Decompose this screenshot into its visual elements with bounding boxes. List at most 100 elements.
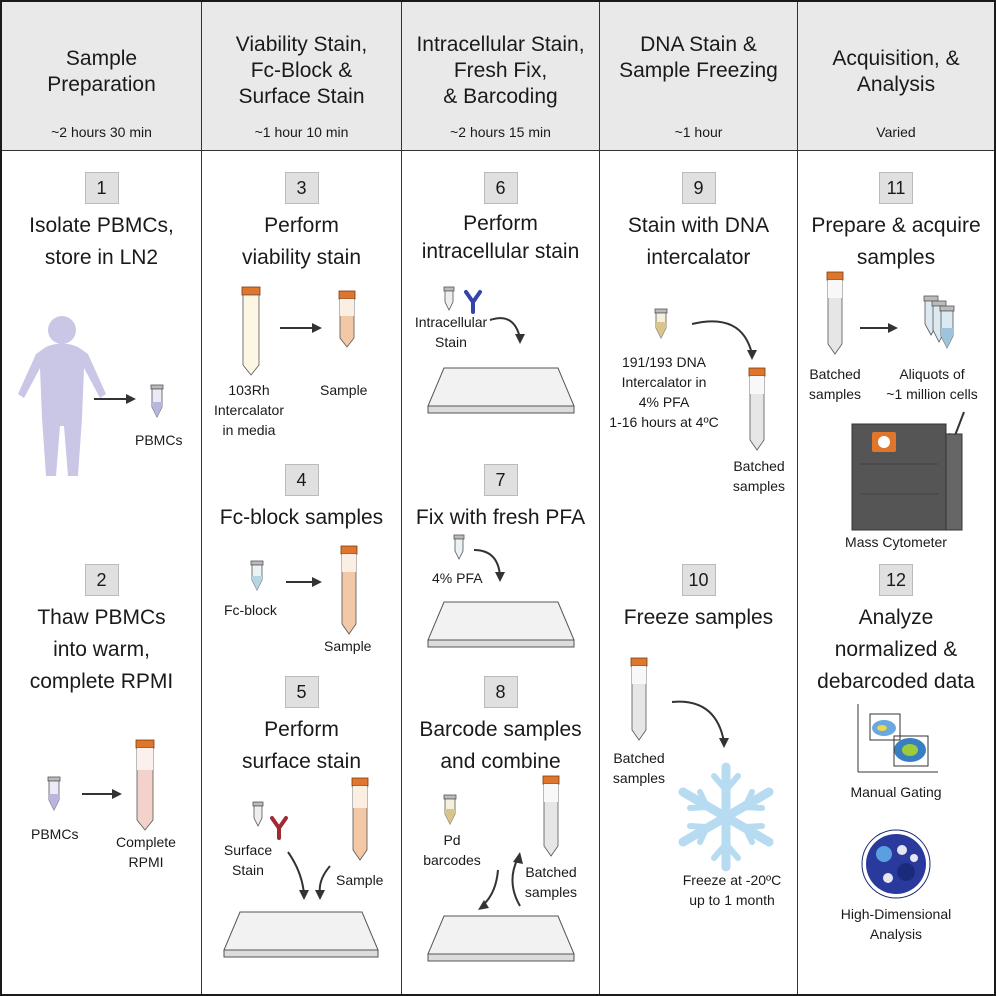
column-duration: ~2 hours 30 min — [51, 124, 152, 140]
column-duration: Varied — [876, 124, 916, 140]
step-10: 10 Freeze samples — [600, 564, 797, 634]
step-title: Analyze normalized & debarcoded data — [817, 606, 975, 693]
complete-rpmi-label: Complete RPMI — [116, 834, 176, 870]
well-plate-icon — [427, 367, 575, 414]
step-title: Barcode samples and combine — [419, 718, 582, 773]
intercalator-label: 103Rh Intercalator in media — [213, 382, 285, 438]
pbmc-tube-icon — [47, 776, 61, 811]
step-title: Isolate PBMCs, store in LN2 — [29, 214, 174, 269]
column-header: Acquisition, & Analysis Varied — [798, 2, 994, 151]
fc-block-label: Fc-block — [224, 602, 277, 618]
snowflake-icon — [678, 762, 774, 872]
step-9: 9 Stain with DNA intercalator — [600, 172, 797, 274]
step-title: Stain with DNA intercalator — [627, 214, 770, 269]
dna-intercalator-tube-icon — [654, 308, 668, 339]
step-number: 1 — [84, 172, 119, 204]
step-number: 6 — [483, 172, 518, 204]
step-8: 8 Barcode samples and combine — [402, 676, 599, 778]
step-3: 3 Perform viability stain — [202, 172, 401, 274]
pfa-tube-icon — [453, 534, 465, 560]
pfa-label: 4% PFA — [432, 570, 483, 586]
step-title: Perform intracellular stain — [421, 212, 580, 263]
rpmi-tube-icon — [135, 739, 155, 831]
step-number: 8 — [483, 676, 518, 708]
sample-label: Sample — [336, 872, 384, 888]
column-header: Sample Preparation ~2 hours 30 min — [2, 2, 201, 151]
pd-barcodes-label: Pd barcodes — [423, 832, 481, 868]
stain-tube-icon — [443, 286, 455, 311]
step-number: 11 — [879, 172, 913, 204]
column-header: Viability Stain, Fc-Block & Surface Stai… — [202, 2, 401, 151]
manual-gating-plot-icon — [857, 704, 938, 773]
step-11: 11 Prepare & acquire samples — [798, 172, 994, 274]
column-duration: ~2 hours 15 min — [450, 124, 551, 140]
step-4: 4 Fc-block samples — [202, 464, 401, 534]
column-title: Sample Preparation — [47, 47, 156, 96]
step-12: 12 Analyze normalized & debarcoded data — [798, 564, 994, 698]
step-number: 7 — [483, 464, 518, 496]
sample-tube-icon — [338, 290, 356, 348]
column-duration: ~1 hour 10 min — [254, 124, 349, 140]
antibody-icon — [270, 816, 288, 840]
dna-intercalator-label: 191/193 DNA Intercalator in 4% PFA 1-16 … — [609, 354, 719, 430]
step-number: 2 — [84, 564, 119, 596]
step-number: 12 — [879, 564, 913, 596]
mass-cytometer-label: Mass Cytometer — [845, 534, 947, 550]
step-title: Fix with fresh PFA — [415, 506, 586, 529]
pd-barcode-tube-icon — [443, 794, 457, 825]
column-illustrations — [630, 308, 774, 872]
antibody-icon — [464, 290, 482, 314]
step-6: 6 Perform intracellular stain — [402, 172, 599, 266]
step-2: 2 Thaw PBMCs into warm, complete RPMI — [2, 564, 201, 698]
step-number: 4 — [284, 464, 319, 496]
intracellular-stain-label: Intracellular Stain — [414, 314, 488, 350]
column-intracellular-barcoding: Intracellular Stain, Fresh Fix, & Barcod… — [402, 2, 600, 994]
column-acquisition-analysis: Acquisition, & Analysis Varied — [798, 2, 994, 994]
column-sample-preparation: Sample Preparation ~2 hours 30 min — [2, 2, 202, 994]
step-title: Perform surface stain — [241, 718, 362, 773]
step-1: 1 Isolate PBMCs, store in LN2 — [2, 172, 201, 274]
pbmcs-label: PBMCs — [135, 432, 183, 448]
batched-tube-icon — [748, 367, 766, 451]
step-title: Perform viability stain — [241, 214, 362, 269]
well-plate-icon — [223, 911, 379, 958]
step-number: 5 — [284, 676, 319, 708]
column-title: DNA Stain & Sample Freezing — [619, 33, 778, 82]
step-title: Freeze samples — [623, 606, 774, 629]
step-title: Fc-block samples — [219, 506, 384, 529]
step-number: 10 — [681, 564, 716, 596]
batched-samples-label: Batched samples — [732, 458, 786, 494]
human-silhouette-icon — [18, 316, 106, 476]
step-title: Prepare & acquire samples — [811, 214, 981, 269]
sample-tube-icon — [351, 777, 369, 861]
sample-label: Sample — [320, 382, 368, 398]
well-plate-icon — [427, 915, 575, 962]
pbmcs-label: PBMCs — [31, 826, 79, 842]
batched-samples-label: Batched samples — [524, 864, 578, 900]
high-dimensional-analysis-label: High-Dimensional Analysis — [840, 906, 952, 942]
intercalator-tube-icon — [241, 286, 261, 376]
column-title: Viability Stain, Fc-Block & Surface Stai… — [235, 33, 368, 108]
aliquots-label: Aliquots of ~1 million cells — [886, 366, 978, 402]
sample-label: Sample — [324, 638, 372, 654]
batched-tube-icon — [542, 775, 560, 857]
step-number: 9 — [681, 172, 716, 204]
well-plate-icon — [427, 601, 575, 648]
column-viability-surface-stain: Viability Stain, Fc-Block & Surface Stai… — [202, 2, 402, 994]
freeze-condition-label: Freeze at -20ºC up to 1 month — [682, 872, 782, 908]
column-illustrations — [18, 316, 164, 831]
high-dimensional-map-icon — [861, 829, 931, 899]
batched-tube-icon — [630, 657, 648, 741]
batched-samples-label: Batched samples — [612, 750, 666, 786]
batched-tube-icon — [826, 271, 844, 355]
column-title: Acquisition, & Analysis — [832, 47, 960, 96]
column-title: Intracellular Stain, Fresh Fix, & Barcod… — [416, 33, 585, 108]
column-header: Intracellular Stain, Fresh Fix, & Barcod… — [402, 2, 599, 151]
column-dna-stain-freezing: DNA Stain & Sample Freezing ~1 hour — [600, 2, 798, 994]
step-number: 3 — [284, 172, 319, 204]
manual-gating-label: Manual Gating — [850, 784, 942, 800]
pbmc-tube-icon — [150, 384, 164, 418]
column-illustrations — [427, 286, 575, 962]
sample-tube-icon — [340, 545, 358, 635]
